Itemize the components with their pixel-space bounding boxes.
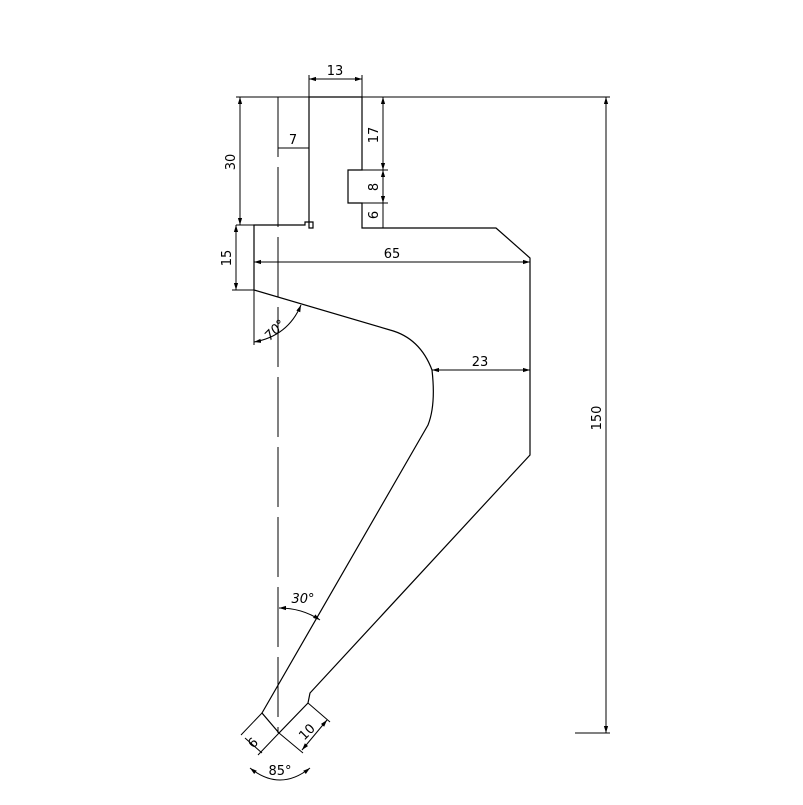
tool-profile xyxy=(253,96,531,734)
label-total-height: 150 xyxy=(590,406,605,431)
label-shank-height: 30 xyxy=(224,154,239,171)
ext-line xyxy=(307,702,331,723)
label-flank-angle: 30° xyxy=(291,592,314,607)
ext-line xyxy=(240,712,263,736)
label-tip-angle: 85° xyxy=(268,764,291,779)
label-top-depth: 17 xyxy=(367,127,382,144)
arc-flank-angle xyxy=(278,605,321,621)
dim-tip-left xyxy=(244,737,263,754)
arc-shoulder-angle xyxy=(253,304,302,343)
label-body-width: 65 xyxy=(384,247,401,262)
label-shoulder-angle: 70° xyxy=(262,317,289,344)
dim-tip-right xyxy=(301,719,328,751)
ext-line xyxy=(278,732,304,754)
ext-line xyxy=(257,732,280,756)
label-tip-left: 6 xyxy=(245,735,261,751)
label-tip-right: 10 xyxy=(296,721,318,743)
label-neck-offset: 23 xyxy=(472,355,489,370)
label-tang-offset: 7 xyxy=(289,133,297,148)
label-lower-step: 6 xyxy=(367,211,382,219)
label-step-height: 8 xyxy=(367,183,382,191)
label-shoulder-height: 15 xyxy=(220,250,235,267)
label-slot-width: 13 xyxy=(327,64,344,79)
arc-tip-angle xyxy=(249,767,311,781)
